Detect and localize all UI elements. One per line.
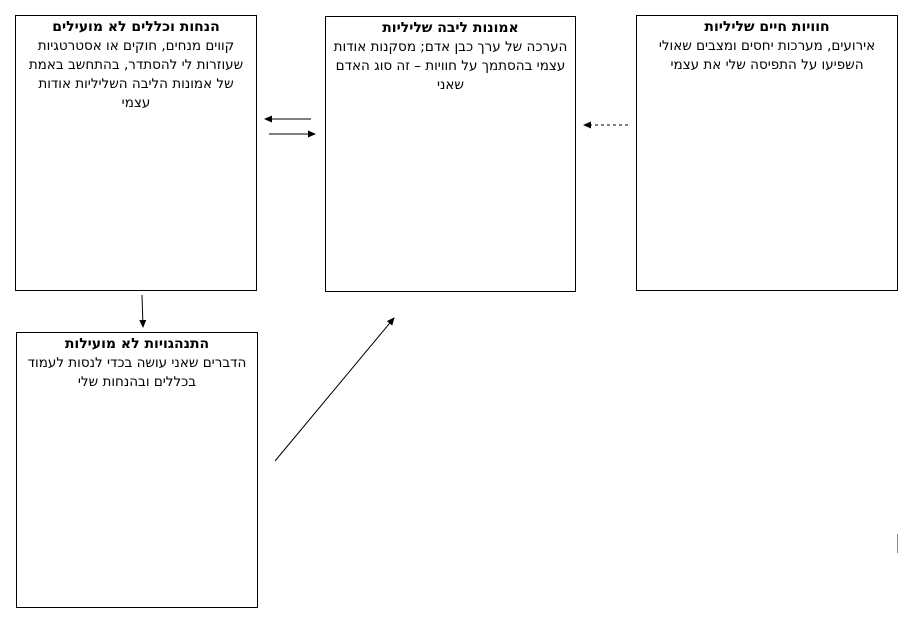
arrow-assumptions-to-behaviors (139, 294, 147, 328)
node-description: אירועים, מערכות יחסים ומצבים שאולי השפיע… (658, 38, 876, 73)
node-title: אמונות ליבה שליליות (382, 20, 519, 36)
node-description: קווים מנחים, חוקים או אסטרטגיות שעוזרות … (28, 38, 244, 111)
node-negative-core-beliefs: אמונות ליבה שליליות הערכה של ערך כבן אדם… (325, 16, 576, 292)
cursor-mark (897, 534, 898, 553)
node-title: חוויות חיים שליליות (704, 19, 830, 35)
node-unhelpful-behaviors: התנהגויות לא מועילות הדברים שאני עושה בכ… (16, 332, 258, 608)
node-title: הנחות וכללים לא מועילים (52, 19, 220, 35)
node-description: הדברים שאני עושה בכדי לנסות לעמוד בכללים… (27, 355, 247, 390)
node-description: הערכה של ערך כבן אדם; מסקנות אודות עצמי … (333, 39, 568, 93)
arrow-behaviors-to-beliefs (274, 317, 395, 462)
node-title: התנהגויות לא מועילות (64, 336, 210, 352)
node-unhelpful-assumptions-rules: הנחות וכללים לא מועילים קווים מנחים, חוק… (15, 15, 257, 291)
node-negative-life-experiences: חוויות חיים שליליות אירועים, מערכות יחסי… (636, 15, 898, 291)
